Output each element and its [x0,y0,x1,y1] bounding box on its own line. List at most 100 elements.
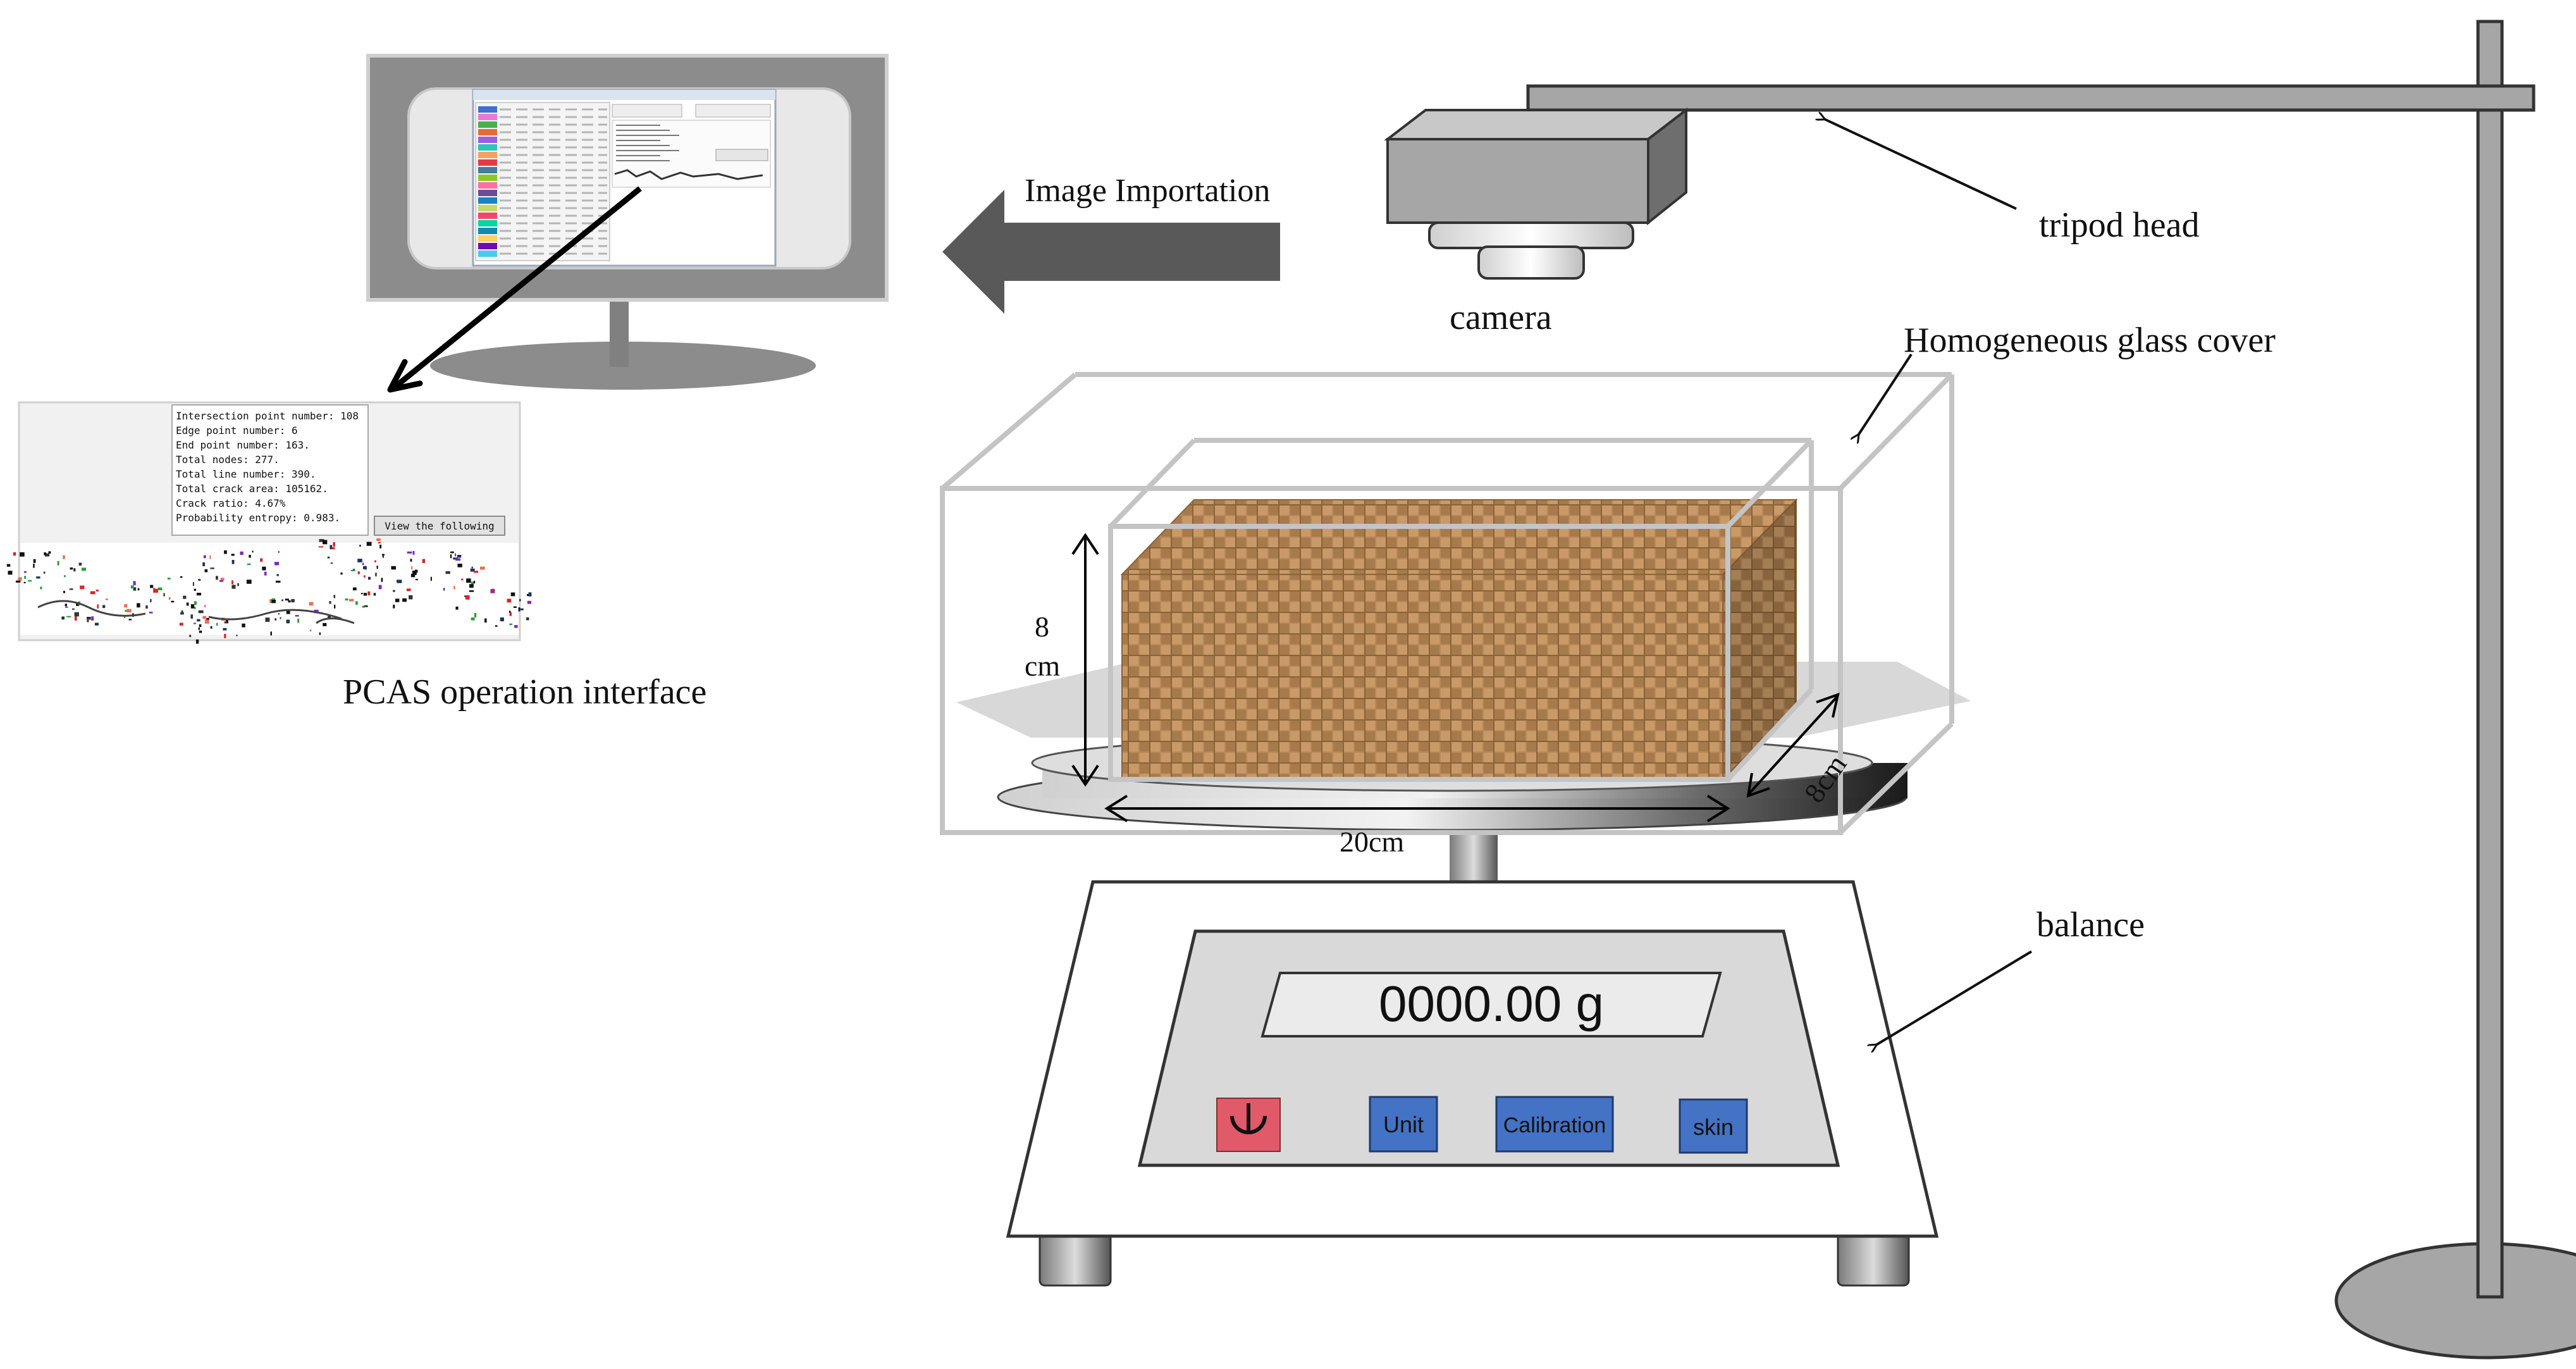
crack-fragment [410,559,412,562]
crack-fragment [210,626,213,629]
crack-fragment [265,617,270,622]
crack-fragment [81,567,87,571]
crack-fragment [274,618,277,621]
crack-fragment [87,617,91,620]
crack-fragment [237,583,239,586]
crack-fragment [190,614,193,619]
crack-fragment [70,567,73,570]
crack-fragment [362,605,366,608]
crack-fragment [69,588,73,590]
crack-fragment [65,606,68,608]
crack-fragment [422,559,426,563]
crack-fragment [333,542,335,547]
crack-fragment [375,573,377,577]
crack-fragment [199,624,202,628]
crack-fragment [91,616,94,621]
crack-fragment [513,606,517,608]
monitor-software-window [472,89,777,267]
camera-lens [1477,245,1585,280]
pcas-stat-line: Crack ratio: 4.67% [176,497,286,509]
crack-fragment [57,561,59,566]
crack-fragment [410,574,416,578]
unit-button[interactable] [1369,1096,1438,1153]
crack-fragment [519,598,521,602]
crack-fragment [457,564,462,567]
tripod-pole [2476,20,2504,1299]
crack-fragment [190,604,195,609]
crack-fragment [242,623,245,628]
mini-table-swatch [478,137,497,143]
crack-fragment [74,616,77,621]
mini-table-swatch [478,182,497,189]
crack-fragment [395,598,400,602]
crack-fragment [73,568,76,572]
crack-fragment [271,600,276,604]
calibration-button[interactable] [1495,1096,1614,1153]
power-button[interactable] [1216,1098,1281,1152]
tripod [1526,20,2576,1360]
crack-fragment [362,562,364,566]
crack-fragment [509,612,512,616]
crack-fragment [469,584,474,588]
crack-fragment [124,604,128,608]
crack-fragment [194,601,197,605]
depth-dimension [1746,692,1840,798]
skin-button[interactable] [1679,1098,1748,1154]
crack-fragment [278,613,280,615]
crack-fragment [44,552,46,555]
crack-fragment [509,623,513,626]
crack-fragment [199,630,202,633]
crack-fragment [455,558,460,561]
view-following-button[interactable] [374,516,505,536]
crack-fragment [361,593,363,595]
crack-fragment [466,578,471,583]
tripod-head-label: tripod head [2039,206,2199,245]
crack-fragment [219,579,224,582]
crack-fragment [63,555,65,559]
crack-fragment [181,610,183,613]
pcas-stat-line: Intersection point number: 108 [176,410,359,422]
soil-sample-front [1121,574,1723,780]
height-dimension-unit: cm [1025,650,1060,682]
crack-fragment [202,562,206,566]
crack-fragment [471,617,475,621]
pcas-stat-line: Probability entropy: 0.983. [176,512,340,524]
pcas-stats-box [171,404,369,536]
mini-table-swatch [478,235,497,242]
crack-fragment [96,590,99,592]
sample-box-outline [1108,438,1814,782]
crack-fragment [295,615,299,617]
crack-fragment [450,551,454,554]
crack-fragment [168,597,171,600]
crack-fragment [186,602,189,606]
crack-fragment [274,562,280,566]
crack-fragment [465,595,470,600]
crack-fragment [393,590,395,592]
tripod-head-pointer [1824,119,2017,210]
skin-button-label: skin [1693,1114,1734,1140]
crack-fragment [471,566,473,569]
crack-fragment [8,571,13,575]
crack-fragment [97,604,99,609]
crack-fragment [409,595,413,600]
balance-pointer [1876,950,2033,1045]
balance-foot-left [1038,1232,1112,1287]
crack-fragment [167,578,171,579]
mini-table-swatch [478,213,497,219]
crack-fragment [368,576,371,580]
crack-fragment [231,554,235,556]
crack-fragment [291,598,295,603]
monitor [366,54,889,393]
crack-fragment [357,559,362,562]
pcas-stat-line: Total nodes: 277. [176,454,280,466]
crack-fragment [455,553,457,557]
crack-fragment [443,588,445,591]
crack-fragment [13,552,16,556]
crack-fragment [246,579,252,584]
mini-table-swatch [478,175,497,181]
crack-fragment [348,598,354,602]
crack-fragment [206,617,209,620]
crack-fragment [407,551,412,554]
balance-display-reading: 0000.00 g [1379,976,1604,1032]
crack-fragment [510,592,515,597]
